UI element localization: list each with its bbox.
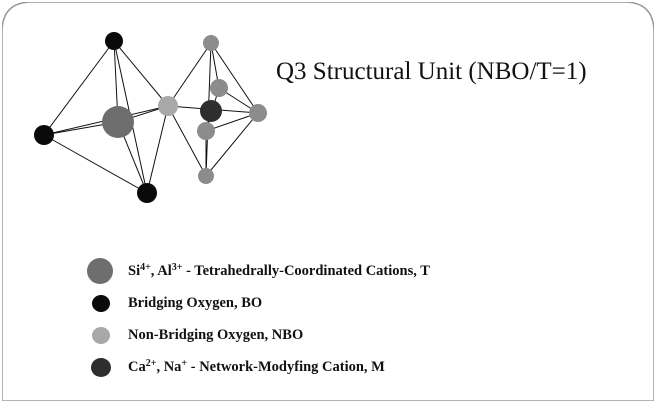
bridging-oxygen-swatch: [92, 295, 110, 312]
legend-item-non-bridging-oxygen: Non-Bridging Oxygen, NBO: [84, 319, 430, 351]
legend-label-superscript: 3+: [171, 262, 183, 273]
bridging-oxygen-atom: [137, 183, 157, 203]
legend-label: Bridging Oxygen, BO: [128, 295, 262, 312]
tetrahedral-cation-atom: [249, 104, 267, 122]
q3-structure-diagram: [34, 32, 267, 203]
legend-label-text: Non-Bridging Oxygen, NBO: [128, 326, 304, 343]
tetrahedral-cation-atom: [197, 122, 215, 140]
legend-label-text: Bridging Oxygen, BO: [128, 294, 263, 311]
non-bridging-oxygen-atom: [158, 96, 178, 116]
slide-frame: [2, 2, 654, 401]
diagram-title: Q3 Structural Unit (NBO/T=1): [276, 58, 587, 85]
legend-label-superscript: 2+: [145, 358, 157, 369]
tetrahedral-cation-swatch: [87, 258, 113, 284]
network-modifier-atom: [200, 100, 222, 122]
legend-label-text: , Na: [156, 359, 182, 375]
legend-item-network-modifier: Ca2+, Na+ - Network-Modyfing Cation, M: [84, 351, 430, 383]
legend: Si4+, Al3+ - Tetrahedrally-Coordinated C…: [84, 255, 430, 383]
legend-item-bridging-oxygen: Bridging Oxygen, BO: [84, 287, 430, 319]
tetrahedral-cation-atom: [102, 106, 134, 138]
legend-label-text: Ca: [128, 359, 146, 375]
legend-label-text: - Network-Modyfing Cation, M: [187, 359, 385, 375]
tetrahedral-cation-atom: [203, 35, 219, 51]
bridging-oxygen-atom: [105, 32, 123, 50]
bond-lines: [43, 40, 259, 194]
network-modifier-swatch: [91, 358, 111, 377]
legend-label: Ca2+, Na+ - Network-Modyfing Cation, M: [128, 358, 385, 376]
legend-label: Si4+, Al3+ - Tetrahedrally-Coordinated C…: [128, 262, 430, 280]
tetrahedral-cation-atom: [198, 168, 214, 184]
tetrahedral-cation-atom: [210, 79, 228, 97]
non-bridging-oxygen-swatch: [92, 327, 110, 344]
legend-label-superscript: 4+: [140, 262, 151, 273]
legend-label-text: - Tetrahedrally-Coordinated Cations, T: [182, 263, 430, 279]
legend-label-superscript: +: [181, 358, 188, 369]
legend-item-tetrahedral-cation: Si4+, Al3+ - Tetrahedrally-Coordinated C…: [84, 255, 430, 287]
legend-label-text: , Al: [150, 263, 172, 279]
bridging-oxygen-atom: [34, 125, 54, 145]
legend-label: Non-Bridging Oxygen, NBO: [128, 327, 303, 344]
legend-label-text: Si: [128, 263, 141, 279]
